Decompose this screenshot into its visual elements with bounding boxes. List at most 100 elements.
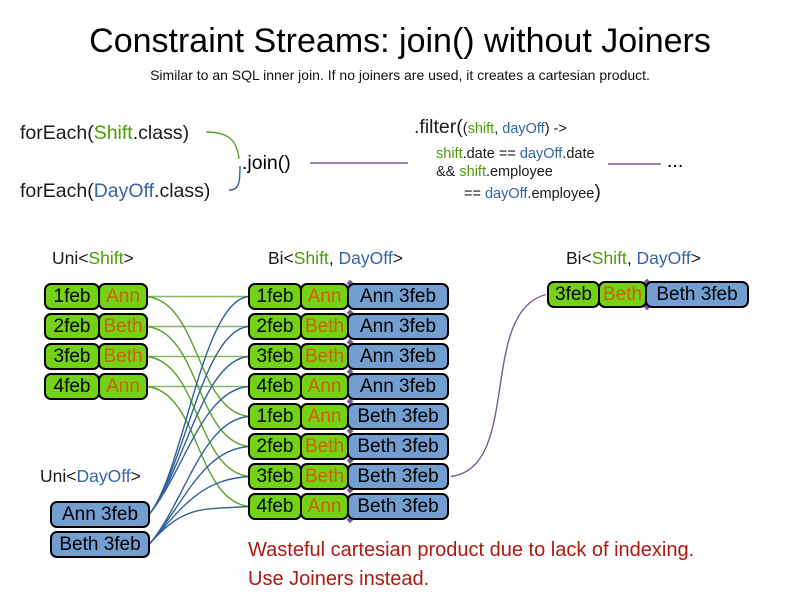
text-token: Shift [93, 122, 133, 144]
text-token: && [436, 164, 460, 180]
connector-line [146, 385, 250, 508]
label-bi-joined: Bi<Shift, DayOff> [566, 248, 701, 269]
cartesian-cell: Ann 3feb [347, 313, 449, 340]
text-token: ) -> [544, 121, 567, 137]
text-token: > [392, 248, 403, 268]
cartesian-cell: 2feb [248, 313, 302, 340]
cartesian-cell: 3feb [248, 343, 302, 370]
cartesian-cell: Ann [300, 493, 349, 520]
text-token: .class) [132, 122, 190, 144]
shift-cell: 4feb [44, 373, 100, 400]
shift-cell: Beth [98, 313, 148, 340]
cartesian-cell: Ann [300, 403, 349, 430]
code-filter-line4: == dayOff.employee) [464, 181, 601, 203]
code-foreach-shift: forEach(Shift.class) [20, 122, 189, 144]
cartesian-cell: 4feb [248, 373, 302, 400]
text-token: forEach( [20, 122, 94, 144]
text-token: shift [467, 121, 495, 137]
warning-line1: Wasteful cartesian product due to lack o… [248, 539, 695, 561]
cartesian-cell: 1feb [248, 283, 302, 310]
text-token: Shift [591, 248, 627, 268]
junction-diamond-icon [346, 368, 354, 376]
cartesian-cell: 1feb [248, 403, 302, 430]
text-token: Shift [293, 248, 329, 268]
connector-line [148, 385, 250, 515]
shift-cell: 2feb [44, 313, 100, 340]
connector-line [146, 355, 250, 478]
text-token: > [123, 248, 134, 268]
shift-cell: 3feb [44, 343, 100, 370]
cartesian-cell: Beth 3feb [347, 463, 449, 490]
text-token: dayOff [502, 121, 545, 137]
cartesian-cell: Beth 3feb [347, 493, 449, 520]
shift-cell: Beth [98, 343, 148, 370]
connector-line [148, 355, 250, 515]
label-bi-cartesian: Bi<Shift, DayOff> [268, 248, 403, 269]
cartesian-cell: Beth [300, 313, 349, 340]
label-uni-dayoff: Uni<DayOff> [40, 466, 141, 487]
junction-diamond-icon [346, 427, 354, 435]
connector-line [148, 505, 250, 545]
text-token: Bi< [566, 248, 592, 268]
dayoff-cell: Beth 3feb [50, 531, 150, 558]
text-token: DayOff [76, 466, 131, 486]
code-ellipsis: ... [667, 150, 684, 172]
code-foreach-dayoff: forEach(DayOff.class) [20, 180, 210, 202]
text-token: > [690, 248, 701, 268]
shift-cell: Ann [98, 373, 148, 400]
code-filter-line3: && shift.employee [436, 164, 553, 181]
text-token: > [130, 466, 141, 486]
dayoff-cell: Ann 3feb [50, 501, 150, 528]
cartesian-cell: Beth 3feb [347, 403, 449, 430]
cartesian-cell: 2feb [248, 433, 302, 460]
text-token: ( [462, 121, 468, 137]
label-uni-shift: Uni<Shift> [52, 248, 134, 269]
text-token: , [626, 248, 637, 268]
cartesian-cell: Ann 3feb [347, 283, 449, 310]
connector-line [205, 131, 240, 160]
cartesian-cell: Beth [300, 463, 349, 490]
cartesian-cell: Ann [300, 283, 349, 310]
cartesian-cell: Beth [300, 433, 349, 460]
text-token: Bi< [268, 248, 294, 268]
code-join: .join() [242, 152, 291, 174]
text-token: forEach( [20, 180, 94, 202]
connector-line [148, 475, 250, 545]
page-title: Constraint Streams: join() without Joine… [89, 22, 711, 60]
cartesian-cell: Ann [300, 373, 349, 400]
junction-diamond-icon [643, 303, 651, 311]
text-token: shift [436, 146, 463, 162]
dayoff-row: Beth 3feb [50, 531, 150, 558]
text-token: DayOff [338, 248, 393, 268]
cartesian-cell: Ann 3feb [347, 373, 449, 400]
text-token: .class) [154, 180, 211, 202]
cartesian-cell: Ann 3feb [347, 343, 449, 370]
warning-text: Wasteful cartesian product due to lack o… [248, 536, 694, 593]
cartesian-cell: 3feb [248, 463, 302, 490]
text-token: , [328, 248, 339, 268]
connector-line [148, 445, 250, 545]
text-token: Shift [88, 248, 124, 268]
text-token: .filter( [414, 116, 463, 138]
shift-cell: Ann [98, 283, 148, 310]
cartesian-cell: Beth [300, 343, 349, 370]
junction-diamond-icon [346, 486, 354, 494]
joined-cell: Beth [598, 281, 647, 308]
shift-cell: 1feb [44, 283, 100, 310]
text-token: ) [594, 181, 601, 203]
